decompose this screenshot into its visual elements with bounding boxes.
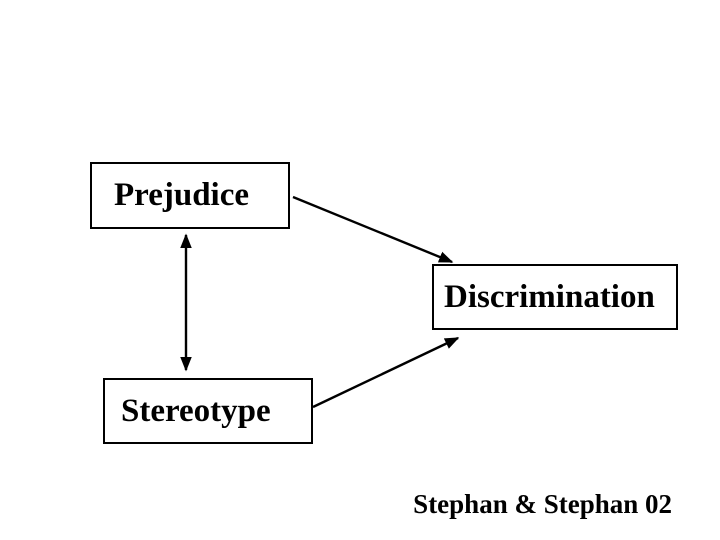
node-prejudice: Prejudice (90, 162, 290, 229)
node-prejudice-label: Prejudice (114, 177, 250, 213)
node-stereotype-label: Stereotype (121, 392, 271, 429)
arrow-prejudice-discrimination (292, 195, 454, 264)
node-discrimination-label: Discrimination (444, 278, 655, 315)
node-stereotype: Stereotype (103, 378, 313, 444)
arrow-stereotype-discrimination (312, 336, 460, 409)
node-discrimination: Discrimination (432, 264, 678, 330)
citation: Stephan & Stephan 02 (413, 489, 672, 519)
